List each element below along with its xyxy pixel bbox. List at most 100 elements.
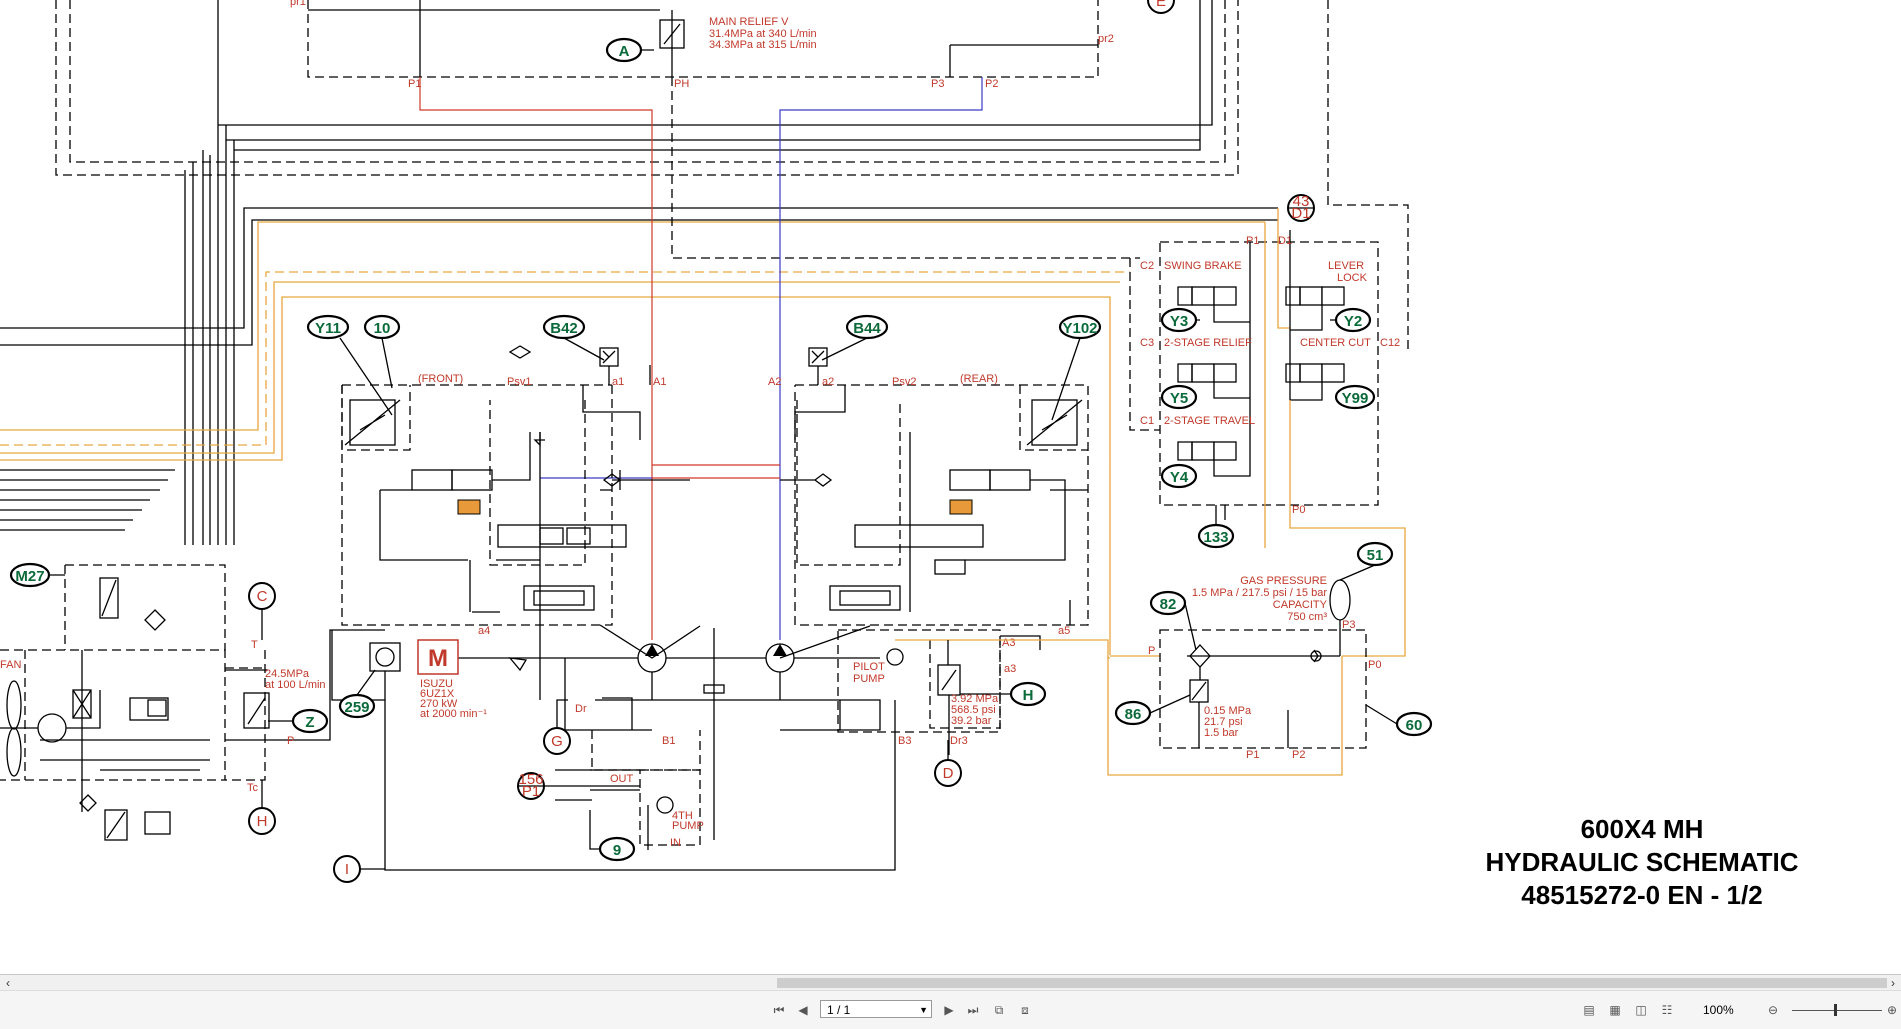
port-ph: PH xyxy=(674,78,689,90)
label-D1-sol: D1 xyxy=(1278,235,1292,247)
label-B3: B3 xyxy=(898,735,911,747)
label-in: IN xyxy=(670,837,681,849)
ref-43: 43 D1 xyxy=(1288,193,1314,222)
label-fan: FAN xyxy=(0,659,21,671)
zoom-level[interactable]: 100% xyxy=(1703,1001,1734,1019)
label-P1-acc: P1 xyxy=(1246,749,1259,761)
first-page-icon[interactable]: ⏮ xyxy=(770,1001,788,1019)
label-a3: a3 xyxy=(1004,663,1016,675)
scroll-right-arrow-icon[interactable]: › xyxy=(1885,975,1901,991)
callout-Y5: Y5 xyxy=(1162,386,1196,408)
callout-Y99: Y99 xyxy=(1336,386,1374,408)
callout-M27: M27 xyxy=(11,564,49,586)
svg-text:86: 86 xyxy=(1125,706,1142,723)
svg-text:A: A xyxy=(619,43,630,60)
ref-C: C xyxy=(249,583,275,609)
svg-text:60: 60 xyxy=(1406,717,1423,734)
label-C12: C12 xyxy=(1380,337,1400,349)
svg-text:10: 10 xyxy=(374,320,391,337)
callout-Y2: Y2 xyxy=(1336,309,1370,331)
label-a2: a2 xyxy=(822,376,834,388)
two-page-continuous-icon[interactable]: ☷ xyxy=(1658,1001,1676,1019)
label-A1: A1 xyxy=(653,376,666,388)
callout-Z: Z xyxy=(293,710,327,732)
svg-text:Y11: Y11 xyxy=(315,320,341,337)
chevron-down-icon[interactable]: ▼ xyxy=(919,1001,928,1019)
label-psv1: Psv1 xyxy=(507,376,531,388)
callout-86: 86 xyxy=(1116,702,1150,724)
single-page-view-icon[interactable]: ▤ xyxy=(1580,1001,1598,1019)
label-lock: LOCK xyxy=(1337,272,1368,284)
label-front: (FRONT) xyxy=(418,373,463,385)
last-page-icon[interactable]: ⏭ xyxy=(964,1001,982,1019)
fan-circuit xyxy=(0,565,385,840)
callout-60: 60 xyxy=(1397,713,1431,735)
label-out: OUT xyxy=(610,773,634,785)
svg-text:M27: M27 xyxy=(15,568,44,585)
svg-text:G: G xyxy=(551,733,563,750)
page-number-field[interactable]: 1 / 1 ▼ xyxy=(820,1000,932,1018)
ref-I: I xyxy=(334,856,360,882)
previous-page-icon[interactable]: ◀ xyxy=(794,1001,812,1019)
callout-B44: B44 xyxy=(847,316,887,338)
label-two-stage-travel: 2-STAGE TRAVEL xyxy=(1164,415,1255,427)
pilot-relief-3: 39.2 bar xyxy=(951,715,992,727)
label-pilot: PILOT xyxy=(853,661,885,673)
label-dr3: Dr3 xyxy=(950,735,968,747)
label-P0-acc: P0 xyxy=(1368,659,1381,671)
callout-Y102: Y102 xyxy=(1060,316,1100,338)
main-relief-block: MAIN RELIEF V 31.4MPa at 340 L/min 34.3M… xyxy=(290,0,1114,90)
svg-text:D: D xyxy=(943,765,954,782)
title-part-number: 48515272-0 EN - 1/2 xyxy=(1521,880,1762,910)
scroll-left-arrow-icon[interactable]: ‹ xyxy=(0,975,16,991)
front-control-valve xyxy=(342,346,690,700)
label-T: T xyxy=(251,639,258,651)
callout-Y11: Y11 xyxy=(308,316,348,338)
next-page-icon[interactable]: ▶ xyxy=(940,1001,958,1019)
rear-control-valve xyxy=(780,385,1088,625)
callout-10: 10 xyxy=(365,316,399,338)
svg-text:133: 133 xyxy=(1203,529,1228,546)
label-P1-sol: P1 xyxy=(1246,235,1259,247)
label-center-cut: CENTER CUT xyxy=(1300,337,1371,349)
solenoid-block xyxy=(1130,208,1378,548)
port-p3-top: P3 xyxy=(931,78,944,90)
zoom-slider[interactable] xyxy=(1792,1010,1882,1011)
label-P0-sol: P0 xyxy=(1292,504,1305,516)
label-pilot-pump: PUMP xyxy=(853,673,885,685)
callout-A: A xyxy=(607,39,641,61)
label-dr: Dr xyxy=(575,703,587,715)
svg-text:E: E xyxy=(1156,0,1166,10)
callout-Y3: Y3 xyxy=(1162,309,1196,331)
svg-text:B44: B44 xyxy=(853,320,881,337)
label-a4: a4 xyxy=(478,625,490,637)
label-P-fan: P xyxy=(287,735,294,747)
svg-text:Y2: Y2 xyxy=(1344,313,1362,330)
title-block: 600X4 MH HYDRAULIC SCHEMATIC 48515272-0 … xyxy=(1486,814,1799,910)
port-pr2: pr2 xyxy=(1098,33,1114,45)
label-P3-acc: P3 xyxy=(1342,619,1355,631)
horizontal-scrollbar[interactable]: ‹ › xyxy=(0,974,1901,991)
engine-label-4: at 2000 min⁻¹ xyxy=(420,708,487,720)
two-page-view-icon[interactable]: ◫ xyxy=(1632,1001,1650,1019)
extract-pages-icon[interactable]: ⧉ xyxy=(990,1001,1008,1019)
label-rear: (REAR) xyxy=(960,373,998,385)
label-a1: a1 xyxy=(612,376,624,388)
insert-pages-icon[interactable]: ⧈ xyxy=(1016,1001,1034,1019)
callout-51: 51 xyxy=(1358,543,1392,565)
svg-text:9: 9 xyxy=(613,842,621,859)
label-two-stage-relief: 2-STAGE RELIEF xyxy=(1164,337,1252,349)
zoom-out-icon[interactable]: ⊖ xyxy=(1764,1001,1782,1019)
label-swing-brake: SWING BRAKE xyxy=(1164,260,1242,272)
port-p2-top: P2 xyxy=(985,78,998,90)
ref-H: H xyxy=(249,808,275,834)
label-C2: C2 xyxy=(1140,260,1154,272)
svg-text:259: 259 xyxy=(344,699,369,716)
title-model: 600X4 MH xyxy=(1581,814,1704,844)
zoom-in-icon[interactable]: ⊕ xyxy=(1883,1001,1901,1019)
scrollbar-thumb[interactable] xyxy=(777,978,1887,988)
svg-text:Y99: Y99 xyxy=(1342,390,1369,407)
zoom-slider-handle[interactable] xyxy=(1834,1004,1837,1016)
continuous-view-icon[interactable]: ▦ xyxy=(1606,1001,1624,1019)
ref-connector-lines xyxy=(262,609,948,869)
